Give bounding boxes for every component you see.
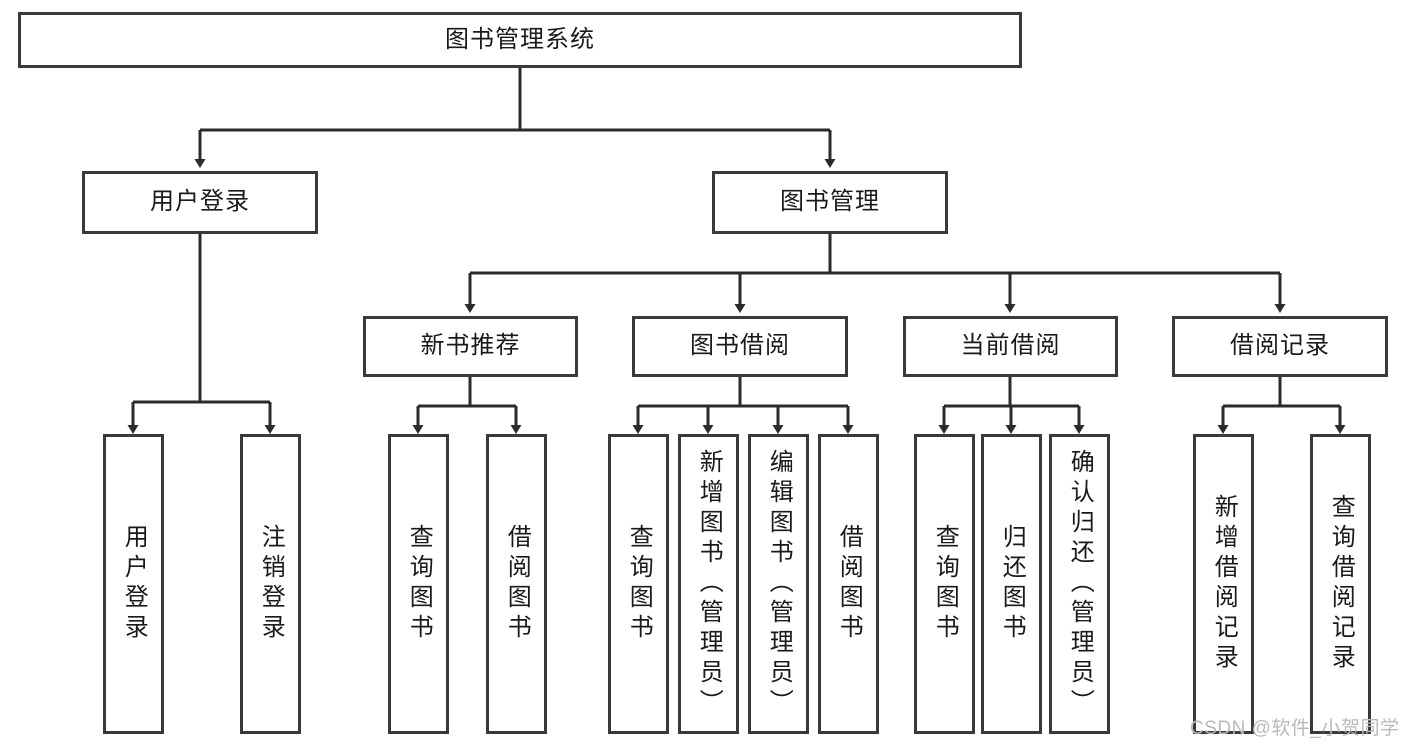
node-user-login[interactable]: 用户登录 — [82, 171, 318, 234]
node-borrow-record-label: 借阅记录 — [1230, 332, 1330, 360]
node-book-management-label: 图书管理 — [780, 188, 880, 216]
node-book-borrow[interactable]: 图书借阅 — [632, 316, 848, 377]
node-root-label: 图书管理系统 — [445, 25, 595, 53]
leaf-query-book-3[interactable]: 查询图书 — [914, 434, 975, 734]
leaf-edit-book-label: 编辑图书（管理员） — [765, 449, 793, 719]
leaf-borrow-book-2-label: 借阅图书 — [835, 524, 863, 644]
leaf-query-book-2[interactable]: 查询图书 — [608, 434, 669, 734]
node-book-borrow-label: 图书借阅 — [690, 332, 790, 360]
leaf-user-logout-label: 注销登录 — [257, 524, 285, 644]
node-user-login-label: 用户登录 — [150, 188, 250, 216]
leaf-add-book-label: 新增图书（管理员） — [695, 449, 723, 719]
leaf-query-record[interactable]: 查询借阅记录 — [1310, 434, 1371, 734]
leaf-query-book-3-label: 查询图书 — [931, 524, 959, 644]
node-borrow-record[interactable]: 借阅记录 — [1172, 316, 1388, 377]
leaf-add-record-label: 新增借阅记录 — [1210, 494, 1238, 674]
leaf-query-book-2-label: 查询图书 — [625, 524, 653, 644]
leaf-query-book-1-label: 查询图书 — [405, 524, 433, 644]
node-book-management[interactable]: 图书管理 — [712, 171, 948, 234]
leaf-borrow-book-1-label: 借阅图书 — [503, 524, 531, 644]
leaf-borrow-book-1[interactable]: 借阅图书 — [486, 434, 547, 734]
leaf-query-book-1[interactable]: 查询图书 — [388, 434, 449, 734]
node-current-borrow[interactable]: 当前借阅 — [903, 316, 1118, 377]
leaf-confirm-return[interactable]: 确认归还（管理员） — [1049, 434, 1110, 734]
node-current-borrow-label: 当前借阅 — [960, 332, 1061, 360]
watermark: CSDN @软件_小贺同学 — [1190, 718, 1400, 739]
leaf-add-book[interactable]: 新增图书（管理员） — [678, 434, 739, 734]
leaf-user-logout[interactable]: 注销登录 — [240, 434, 301, 734]
node-new-book-recommend[interactable]: 新书推荐 — [363, 316, 578, 377]
leaf-edit-book[interactable]: 编辑图书（管理员） — [748, 434, 809, 734]
leaf-confirm-return-label: 确认归还（管理员） — [1066, 449, 1094, 719]
leaf-query-record-label: 查询借阅记录 — [1327, 494, 1355, 674]
leaf-return-book-label: 归还图书 — [998, 524, 1026, 644]
node-new-book-recommend-label: 新书推荐 — [420, 332, 521, 360]
node-root[interactable]: 图书管理系统 — [18, 12, 1022, 68]
leaf-user-login[interactable]: 用户登录 — [103, 434, 164, 734]
leaf-return-book[interactable]: 归还图书 — [981, 434, 1042, 734]
leaf-user-login-label: 用户登录 — [120, 524, 148, 644]
leaf-add-record[interactable]: 新增借阅记录 — [1193, 434, 1254, 734]
leaf-borrow-book-2[interactable]: 借阅图书 — [818, 434, 879, 734]
